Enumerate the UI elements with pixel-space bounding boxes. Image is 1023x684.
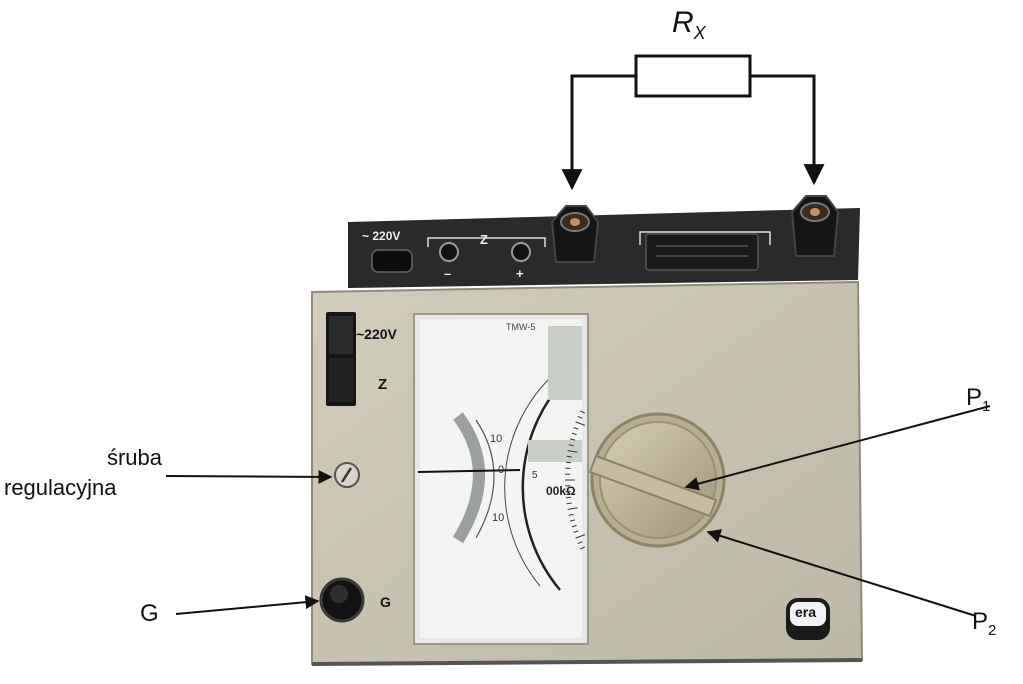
scale-tick — [571, 432, 577, 436]
scale-tick — [565, 461, 571, 464]
scale-tick — [571, 524, 577, 528]
galvanometer-scale — [452, 412, 485, 544]
top-minus-label: – — [444, 266, 452, 281]
resistor-label: RX — [672, 6, 706, 44]
z-jack-plus[interactable] — [511, 242, 531, 262]
wire-left — [561, 74, 636, 191]
scale-tick — [573, 427, 579, 430]
scale-tick — [577, 415, 583, 419]
slide-switch[interactable] — [645, 233, 759, 271]
scale-tick — [567, 507, 578, 510]
adjustment-screw[interactable] — [334, 462, 360, 488]
resistor-subscript: X — [693, 23, 706, 43]
top-z-label: Z — [480, 232, 488, 247]
callout-screw-2: regulacyjna — [4, 475, 117, 500]
p1-letter: P — [966, 384, 983, 411]
callout-screw: śruba — [70, 444, 162, 472]
scale-tick — [570, 519, 576, 522]
callout-line-p2 — [706, 529, 977, 617]
top-supply-label: ~ 220V — [362, 229, 401, 243]
z-switch[interactable] — [326, 312, 356, 406]
top-plus-label: + — [516, 266, 524, 281]
scale-tick — [568, 444, 574, 447]
scale-tick — [570, 438, 576, 441]
callout-line-screw — [165, 469, 333, 484]
resistor-symbol: R — [672, 6, 694, 39]
rx-circuit — [561, 54, 825, 191]
wire-right — [750, 74, 825, 186]
scale-tick — [566, 455, 572, 458]
scale-tick — [568, 513, 574, 516]
scale-tick — [577, 541, 583, 545]
callout-g: G — [140, 600, 159, 627]
front-g-label: G — [380, 594, 391, 610]
scale-tick — [565, 496, 571, 499]
meter-needle — [417, 469, 521, 473]
logo-text: era — [795, 604, 817, 620]
callout-line-g — [175, 595, 320, 615]
resistor-rx — [634, 54, 752, 98]
meter-model-label: TMW-5 — [506, 322, 536, 332]
terminal-left[interactable] — [550, 205, 600, 263]
scale-tick — [573, 530, 579, 533]
g-button[interactable] — [319, 577, 365, 623]
scale-ticks — [565, 410, 586, 550]
scale-tick — [566, 502, 572, 505]
dial-range-label: 00kΩ — [546, 484, 576, 498]
terminal-right[interactable] — [790, 195, 840, 257]
p2-subscript: 2 — [988, 621, 997, 639]
scale-tick — [579, 410, 585, 414]
p1-subscript: 1 — [982, 397, 991, 415]
callout-line-p1 — [684, 405, 991, 491]
scale-tick — [575, 421, 586, 426]
dial-pointer-bar — [588, 454, 718, 518]
scale-tick — [575, 534, 586, 539]
supply-socket[interactable] — [371, 249, 413, 273]
scale-label-top: 10 — [490, 433, 503, 445]
top-connector-bar — [348, 208, 860, 288]
scale-label-right: 5 — [532, 470, 538, 481]
callout-p2: P2 — [972, 608, 996, 639]
era-logo — [786, 598, 830, 640]
scale-label-middle: 0 — [498, 464, 505, 476]
scale-tick — [579, 546, 585, 550]
callout-screw-line1: śruba — [106, 445, 162, 470]
scale-tick — [567, 450, 578, 453]
meter-window — [413, 313, 589, 645]
callout-p1: P1 — [966, 384, 990, 415]
front-z-label: Z — [378, 376, 388, 393]
front-supply-label: ~220V — [356, 326, 397, 342]
range-dial[interactable] — [588, 412, 726, 548]
scale-label-bottom: 10 — [492, 512, 505, 524]
z-jack-minus[interactable] — [439, 242, 459, 262]
p2-letter: P — [972, 608, 989, 635]
